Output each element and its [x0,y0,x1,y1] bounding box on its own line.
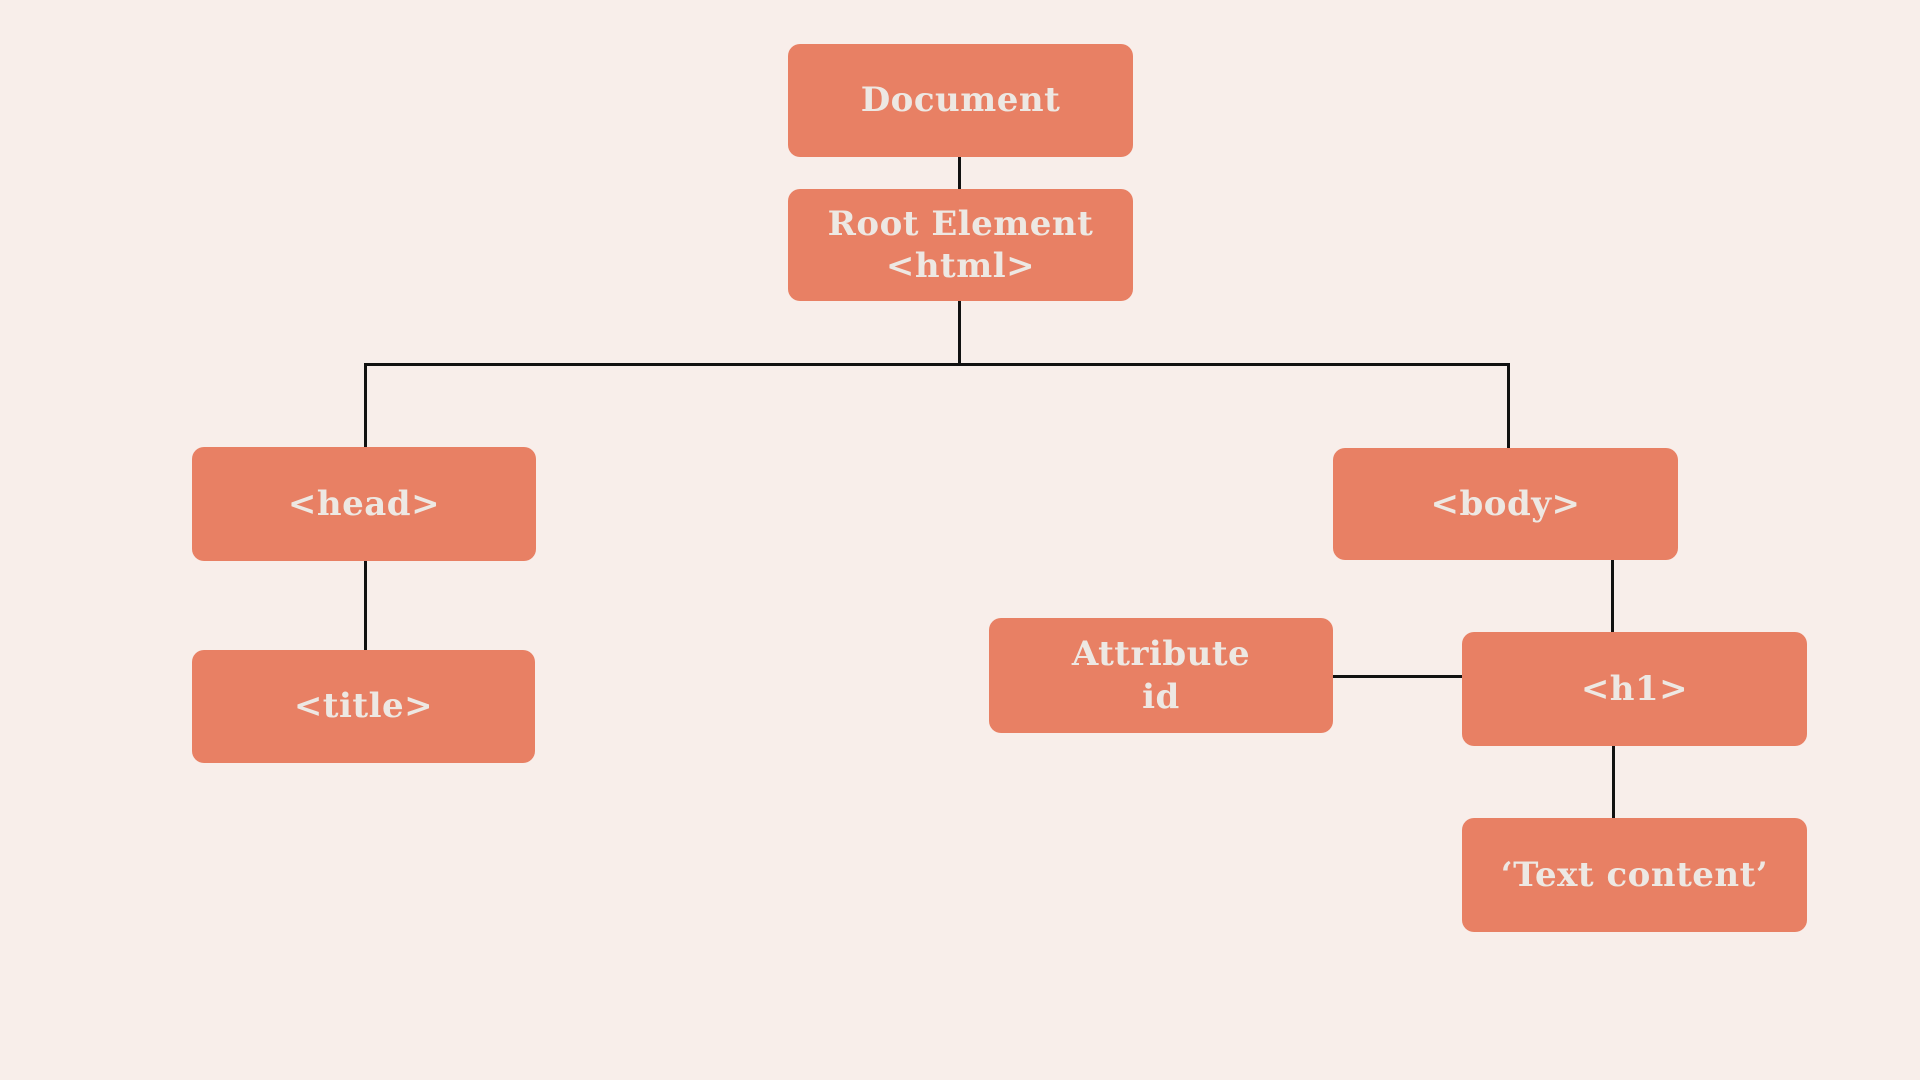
connector-branch-to-head [364,363,367,449]
node-text-content-label: ‘Text content’ [1500,854,1769,895]
connector-branch-to-body [1507,363,1510,450]
node-root-element: Root Element <html> [788,189,1133,301]
node-document-label: Document [860,80,1061,121]
node-title-label: <title> [293,686,434,727]
connector-head-title [364,561,367,652]
node-document: Document [788,44,1133,157]
node-h1: <h1> [1462,632,1807,746]
connector-body-h1 [1611,560,1614,634]
node-text-content: ‘Text content’ [1462,818,1807,932]
node-root-element-label-line1: Root Element [827,203,1094,244]
connector-document-root [958,157,961,191]
node-head-label: <head> [287,483,441,524]
node-body: <body> [1333,448,1678,560]
node-body-label: <body> [1430,483,1581,524]
node-root-element-label-line2: <html> [885,246,1036,286]
node-attribute-id-label-line1: Attribute [1071,634,1251,674]
node-attribute-id-label-line2: id [1142,676,1180,717]
node-title: <title> [192,650,535,763]
node-head: <head> [192,447,536,561]
connector-h1-text [1612,746,1615,820]
node-attribute-id: Attribute id [989,618,1333,733]
node-h1-label: <h1> [1580,668,1689,709]
connector-branch-horizontal [364,363,1510,366]
connector-root-trunk [958,301,961,366]
connector-attribute-h1 [1333,675,1462,678]
